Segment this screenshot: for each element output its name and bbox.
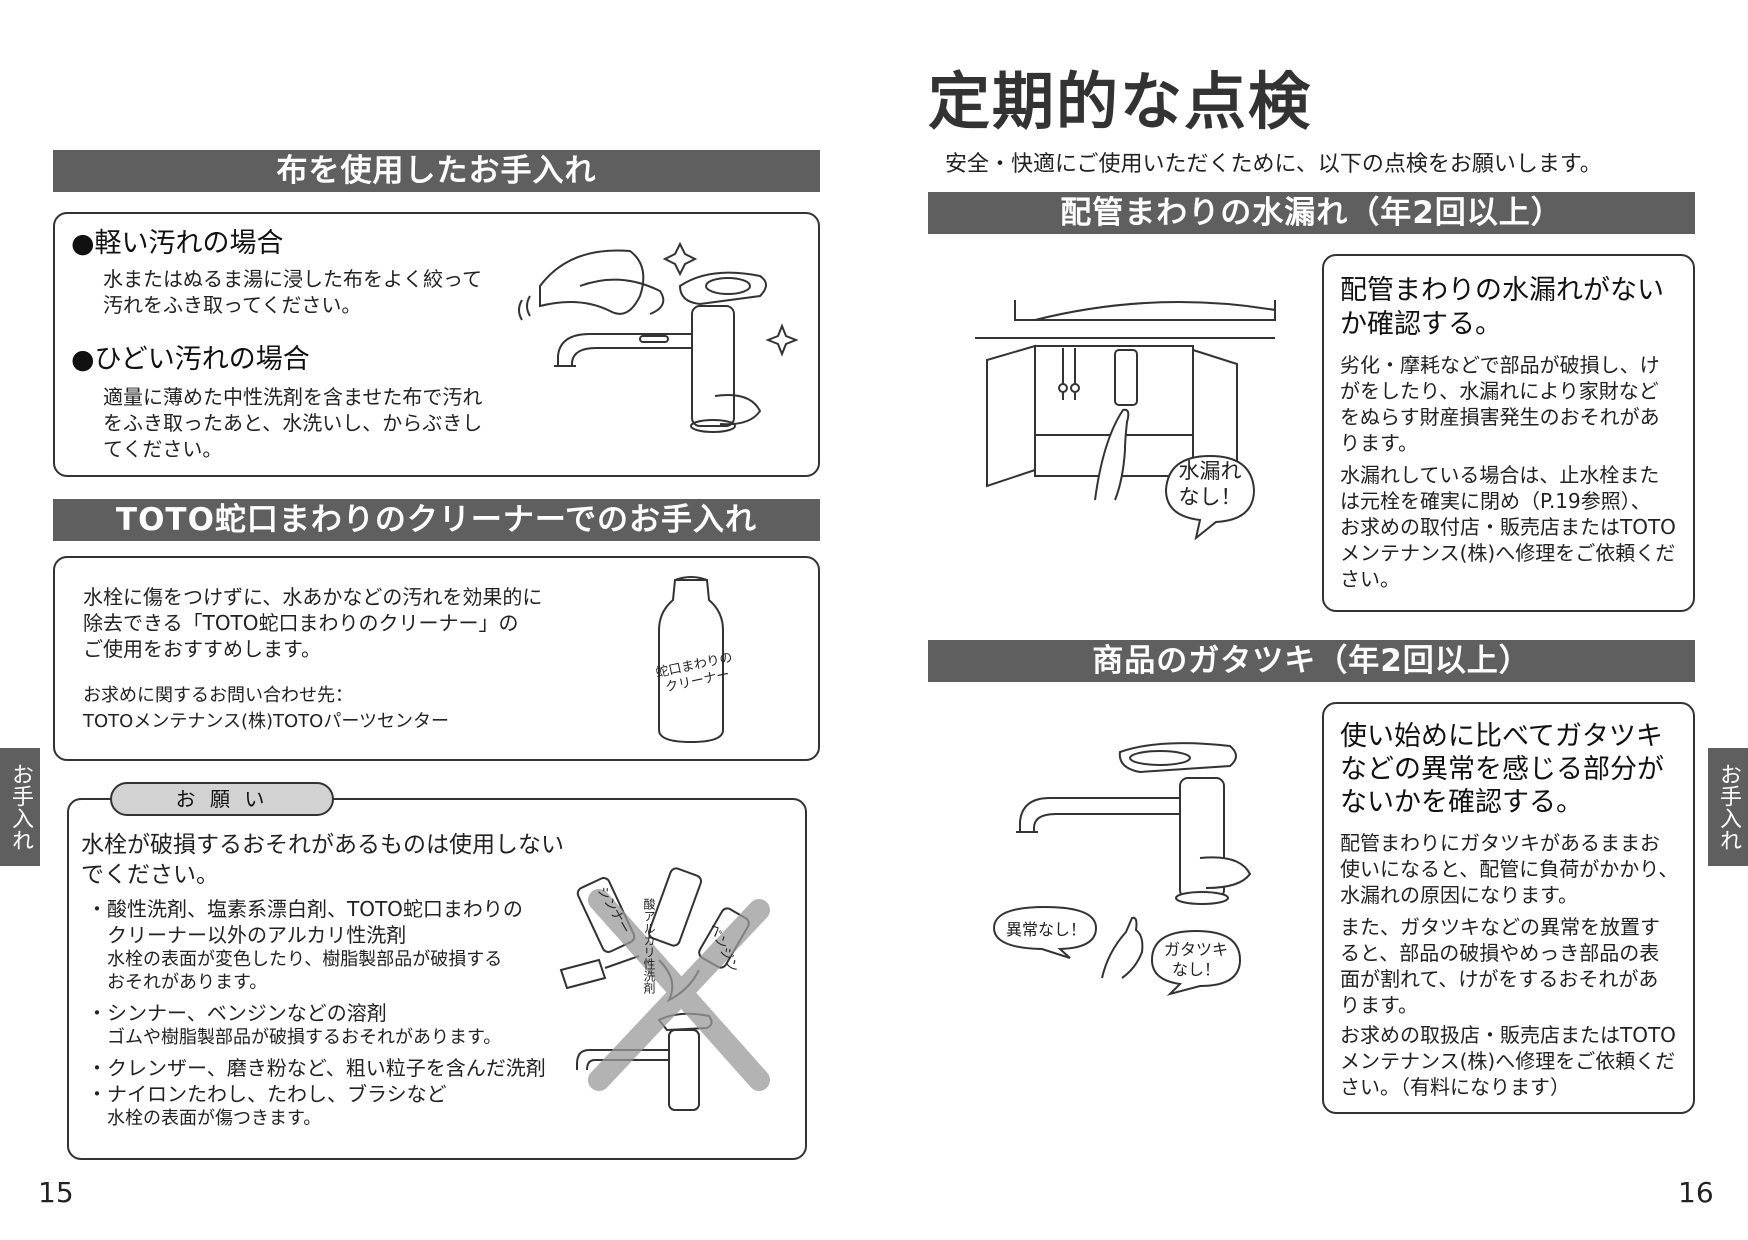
intro-text: 安全・快適にご使用いただくために、以下の点検をお願いします。 xyxy=(945,152,1602,177)
section-title-leak-check: 配管まわりの水漏れ（年2回以上） xyxy=(928,192,1695,234)
prohibited-list: ・酸性洗剤、塩素系漂白剤、TOTO蛇口まわりの クリーナー以外のアルカリ性洗剤 … xyxy=(87,896,557,1130)
section-title-cloth-care: 布を使用したお手入れ xyxy=(53,150,820,192)
cleaner-description: 水栓に傷をつけずに、水あかなどの汚れを効果的に 除去できる「TOTO蛇口まわりの… xyxy=(83,585,543,661)
page-title: 定期的な点検 xyxy=(928,65,1313,138)
prohibited-chemicals-illustration xyxy=(559,867,770,1111)
prohibited-item: ・酸性洗剤、塩素系漂白剤、TOTO蛇口まわりの クリーナー以外のアルカリ性洗剤 … xyxy=(87,897,523,993)
contact-value: TOTOメンテナンス(株)TOTOパーツセンター xyxy=(83,711,449,732)
no-abnormality-bubble xyxy=(992,905,1098,959)
prohibited-item: ・ナイロンたわし、たわし、ブラシなど 水栓の表面が傷つきます。 xyxy=(87,1082,447,1129)
section-title-cleaner-care: TOTO蛇口まわりのクリーナーでのお手入れ xyxy=(53,499,820,541)
no-wobble-bubble xyxy=(1150,929,1242,996)
page-number-left: 15 xyxy=(38,1176,74,1209)
heavy-dirt-heading: ●ひどい汚れの場合 xyxy=(71,344,310,375)
leak-bubble-text: 水漏れ なし！ xyxy=(1178,459,1242,509)
leak-check-para1: 劣化・摩耗などで部品が破損し、け がをしたり、水漏れにより家財など をぬらす財産… xyxy=(1340,353,1660,455)
request-lead: 水栓が破損するおそれがあるものは使用しない でください。 xyxy=(81,832,564,888)
no-wobble-text: ガタツキ なし！ xyxy=(1163,940,1228,979)
leak-check-box: 配管まわりの水漏れがない か確認する。 劣化・摩耗などで部品が破損し、け がをし… xyxy=(1322,254,1695,612)
side-tab-care-left[interactable]: お手入れ xyxy=(0,748,40,866)
section-title-wobble-check: 商品のガタツキ（年2回以上） xyxy=(928,640,1695,682)
wobble-check-para1: 配管まわりにガタツキがあるままお 使いになると、配管に負荷がかかり、 水漏れの原… xyxy=(1340,831,1679,907)
cabinet-leak-illustration xyxy=(975,300,1276,501)
leak-check-heading: 配管まわりの水漏れがない か確認する。 xyxy=(1340,275,1664,340)
request-box: 水栓が破損するおそれがあるものは使用しない でください。 ・酸性洗剤、塩素系漂白… xyxy=(67,798,807,1160)
pointing-hand-icon xyxy=(1101,916,1144,979)
light-dirt-heading: ●軽い汚れの場合 xyxy=(71,228,284,259)
no-abnormality-text: 異常なし！ xyxy=(1005,920,1086,939)
bottle-label-acid-alkali: 酸アルカリ性洗剤 xyxy=(642,898,656,994)
cleaner-bottle-illustration xyxy=(658,576,724,744)
light-dirt-text: 水またはぬるま湯に浸した布をよく絞って 汚れをふき取ってください。 xyxy=(103,267,482,317)
cleaner-box: 水栓に傷をつけずに、水あかなどの汚れを効果的に 除去できる「TOTO蛇口まわりの… xyxy=(53,556,820,761)
page-number-right: 16 xyxy=(1678,1176,1714,1209)
faucet-wobble-illustration xyxy=(1016,742,1252,905)
wobble-check-para3: お求めの取扱店・販売店またはTOTO メンテナンス(株)へ修理をご依頼くだ さい… xyxy=(1340,1023,1676,1099)
cloth-care-box: ●軽い汚れの場合 水またはぬるま湯に浸した布をよく絞って 汚れをふき取ってくださ… xyxy=(53,212,820,477)
faucet-wipe-illustration xyxy=(518,241,799,433)
wobble-check-box: 使い始めに比べてガタツキ などの異常を感じる部分が ないかを確認する。 配管まわ… xyxy=(1322,702,1695,1114)
contact-label: お求めに関するお問い合わせ先： xyxy=(83,685,353,706)
request-tab: お 願 い xyxy=(110,782,334,816)
leak-check-para2: 水漏れしている場合は、止水栓また は元栓を確実に閉め（P.19参照）、 お求めの… xyxy=(1340,463,1676,591)
prohibited-item: ・クレンザー、磨き粉など、粗い粒子を含んだ洗剤 xyxy=(87,1056,546,1080)
side-tab-care-right[interactable]: お手入れ xyxy=(1708,748,1748,866)
wobble-check-heading: 使い始めに比べてガタツキ などの異常を感じる部分が ないかを確認する。 xyxy=(1340,721,1664,818)
prohibited-item: ・シンナー、ベンジンなどの溶剤 ゴムや樹脂製部品が破損するおそれがあります。 xyxy=(87,1001,502,1048)
leak-speech-bubble xyxy=(1164,454,1256,541)
heavy-dirt-text: 適量に薄めた中性洗剤を含ませた布で汚れ をふき取ったあと、水洗いし、からぶきし … xyxy=(103,385,483,461)
wobble-check-para2: また、ガタツキなどの異常を放置す ると、部品の破損やめっき部品の表 面が割れて、… xyxy=(1340,915,1660,1017)
